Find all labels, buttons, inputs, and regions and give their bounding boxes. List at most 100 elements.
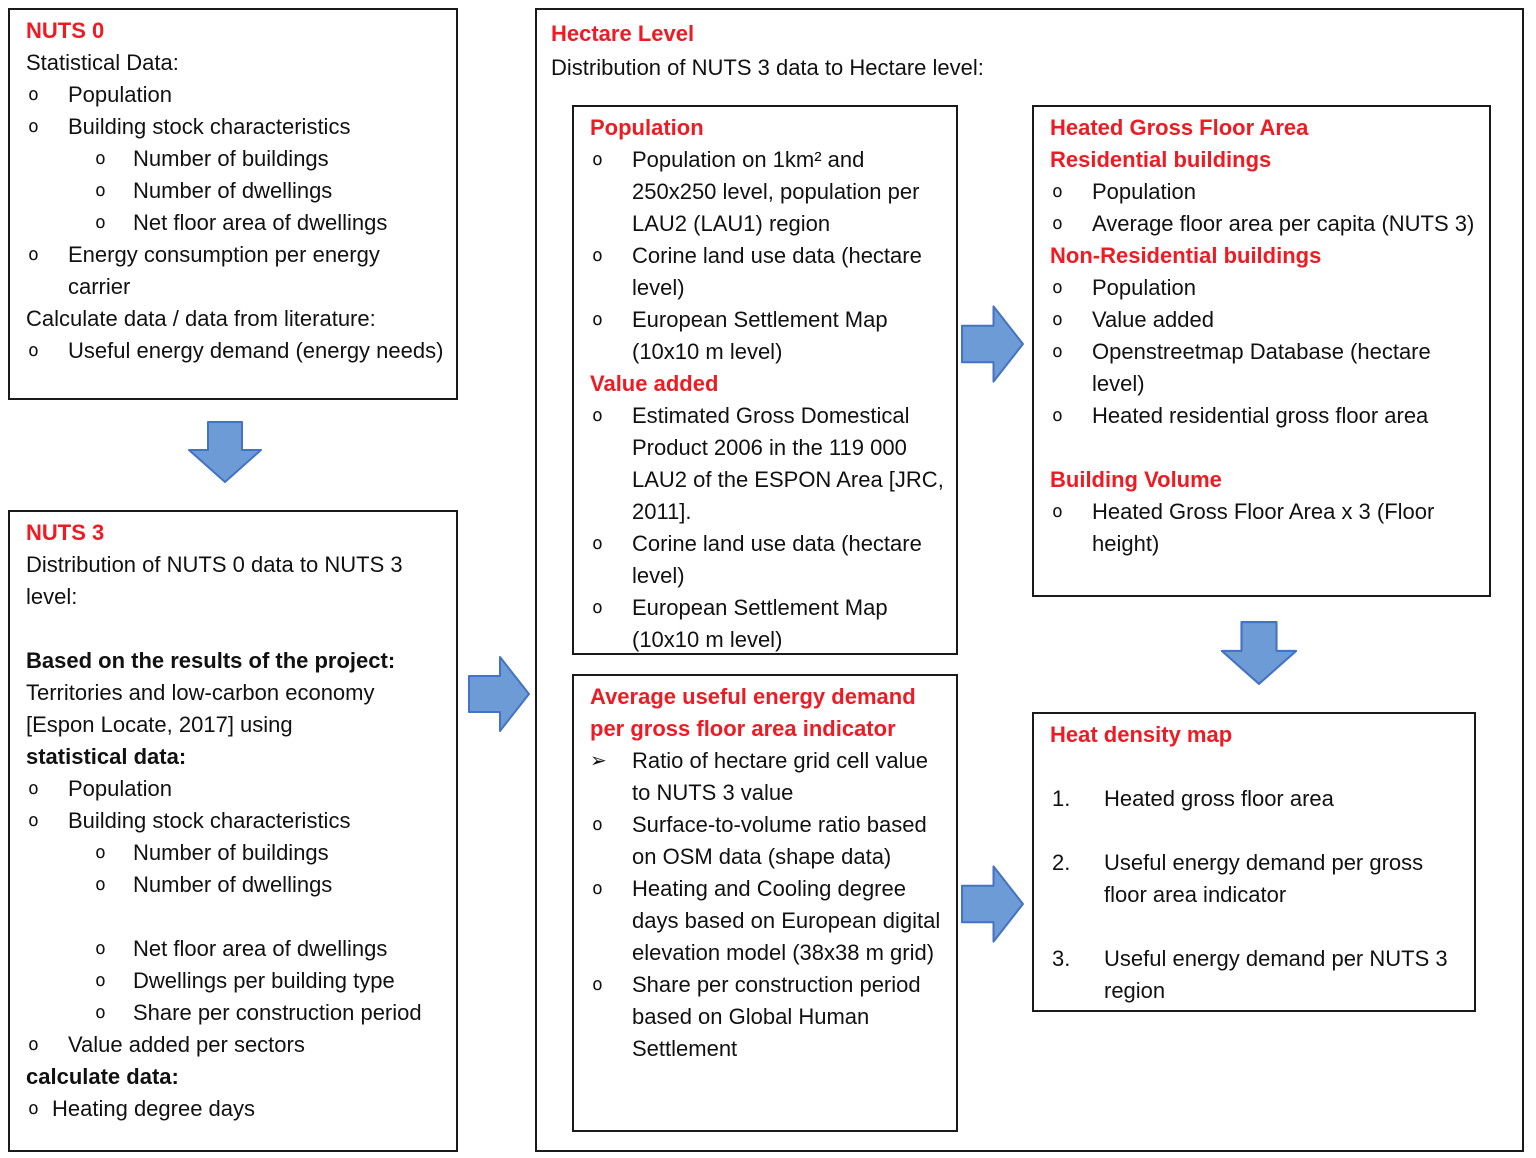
hectare-level-box: Hectare Level Distribution of NUTS 3 dat…	[535, 8, 1524, 1152]
list-item: o Net floor area of dwellings	[26, 207, 444, 239]
list-item-text: Share per construction period	[133, 1000, 422, 1025]
list-item: o Heating degree days	[26, 1093, 444, 1125]
arrow-right-icon	[961, 305, 1024, 383]
arrow-right-icon	[961, 865, 1024, 943]
list-item: o Value added	[1050, 304, 1477, 336]
list-item: o Net floor area of dwellings	[26, 933, 444, 965]
list-item: o Corine land use data (hectare level)	[590, 528, 944, 592]
avg-energy-demand-box: Average useful energy demand per gross f…	[572, 674, 958, 1132]
arrow-down-icon	[1220, 621, 1298, 685]
nuts0-title: NUTS 0	[26, 18, 105, 43]
circle-bullet-icon: o	[95, 148, 106, 169]
list-item: o Heated residential gross floor area	[1050, 400, 1477, 432]
circle-bullet-icon: o	[1052, 181, 1063, 202]
bold-heading: Based on the results of the project:	[26, 648, 396, 673]
list-number: 2.	[1052, 850, 1071, 875]
list-item: o Population on 1km² and 250x250 level, …	[590, 144, 944, 240]
circle-bullet-icon: o	[592, 149, 603, 170]
spacer	[1050, 911, 1462, 943]
circle-bullet-icon: o	[28, 84, 39, 105]
non-residential-title: Non-Residential buildings	[1050, 243, 1322, 268]
hectare-title: Hectare Level	[551, 21, 695, 46]
list-item-text: Ratio of hectare grid cell value to NUTS…	[632, 748, 928, 805]
list-item: o Population	[26, 773, 444, 805]
list-item-text: Building stock characteristics	[68, 114, 351, 139]
circle-bullet-icon: o	[95, 180, 106, 201]
circle-bullet-icon: o	[28, 1034, 39, 1055]
list-item: o Number of buildings	[26, 143, 444, 175]
list-item: o Population	[1050, 176, 1477, 208]
section-heading: Distribution of NUTS 0 data to NUTS 3 le…	[26, 552, 403, 609]
circle-bullet-icon: o	[95, 1002, 106, 1023]
list-item-text: Net floor area of dwellings	[133, 210, 388, 235]
spacer	[1050, 751, 1462, 783]
circle-bullet-icon: o	[1052, 213, 1063, 234]
list-item-text: Value added	[1092, 307, 1214, 332]
list-item-text: Net floor area of dwellings	[133, 936, 388, 961]
list-item: o Energy consumption per energy carrier	[26, 239, 444, 303]
circle-bullet-icon: o	[28, 778, 39, 799]
circle-bullet-icon: o	[592, 245, 603, 266]
list-item-text: Useful energy demand (energy needs)	[68, 338, 444, 363]
list-item-text: Population on 1km² and 250x250 level, po…	[632, 147, 920, 236]
list-item-text: Number of buildings	[133, 146, 329, 171]
circle-bullet-icon: o	[1052, 341, 1063, 362]
heat-density-title: Heat density map	[1050, 722, 1233, 747]
circle-bullet-icon: o	[592, 814, 603, 835]
list-item: o Building stock characteristics	[26, 805, 444, 837]
avg-energy-demand-title: Average useful energy demand per gross f…	[590, 684, 916, 741]
list-number: 3.	[1052, 946, 1071, 971]
list-item-text: Useful energy demand per NUTS 3 region	[1104, 946, 1448, 1003]
list-item-text: Dwellings per building type	[133, 968, 395, 993]
hectare-subtitle: Distribution of NUTS 3 data to Hectare l…	[551, 55, 984, 80]
list-item-text: Population	[1092, 179, 1196, 204]
circle-bullet-icon: o	[1052, 501, 1063, 522]
nuts0-box: NUTS 0 Statistical Data: o Population o …	[8, 8, 458, 400]
list-item: o Heated Gross Floor Area x 3 (Floor hei…	[1050, 496, 1477, 560]
list-item: o Population	[1050, 272, 1477, 304]
list-item-text: Estimated Gross Domestical Product 2006 …	[632, 403, 944, 524]
hgfa-title: Heated Gross Floor Area	[1050, 115, 1309, 140]
text-line: [Espon Locate, 2017] using	[26, 712, 293, 737]
circle-bullet-icon: o	[95, 970, 106, 991]
circle-bullet-icon: o	[592, 878, 603, 899]
circle-bullet-icon: o	[95, 212, 106, 233]
list-item-text: Building stock characteristics	[68, 808, 351, 833]
list-item-text: Number of dwellings	[133, 178, 333, 203]
hectare-header: Hectare Level Distribution of NUTS 3 dat…	[551, 18, 1508, 86]
section-heading: Statistical Data:	[26, 50, 179, 75]
circle-bullet-icon: o	[28, 244, 39, 265]
circle-bullet-icon: o	[592, 597, 603, 618]
bold-heading: calculate data:	[26, 1064, 179, 1089]
nuts3-title: NUTS 3	[26, 520, 105, 545]
population-title: Population	[590, 115, 704, 140]
numbered-item: 1. Heated gross floor area	[1050, 783, 1462, 815]
spacer	[26, 613, 444, 645]
text-line: Territories and low-carbon economy	[26, 680, 375, 705]
list-item: ➢ Ratio of hectare grid cell value to NU…	[590, 745, 944, 809]
circle-bullet-icon: o	[592, 309, 603, 330]
list-item: o Surface-to-volume ratio based on OSM d…	[590, 809, 944, 873]
list-item-text: Heated gross floor area	[1104, 786, 1334, 811]
list-item: o Building stock characteristics	[26, 111, 444, 143]
numbered-item: 2. Useful energy demand per gross floor …	[1050, 847, 1462, 911]
spacer	[1050, 815, 1462, 847]
spacer	[26, 901, 444, 933]
spacer	[1050, 432, 1477, 464]
list-item-text: Heated residential gross floor area	[1092, 403, 1429, 428]
numbered-item: 3. Useful energy demand per NUTS 3 regio…	[1050, 943, 1462, 1007]
circle-bullet-icon: o	[28, 810, 39, 831]
list-item: o Dwellings per building type	[26, 965, 444, 997]
arrow-right-icon	[468, 656, 530, 732]
list-item-text: European Settlement Map (10x10 m level)	[632, 595, 888, 652]
circle-bullet-icon: o	[592, 405, 603, 426]
circle-bullet-icon: o	[95, 842, 106, 863]
list-item-text: Value added per sectors	[68, 1032, 305, 1057]
list-item-text: Population	[68, 776, 172, 801]
heated-gross-floor-area-box: Heated Gross Floor Area Residential buil…	[1032, 105, 1491, 597]
list-item-text: Population	[68, 82, 172, 107]
list-item-text: Corine land use data (hectare level)	[632, 243, 922, 300]
list-item: o Population	[26, 79, 444, 111]
list-item: o European Settlement Map (10x10 m level…	[590, 592, 944, 653]
